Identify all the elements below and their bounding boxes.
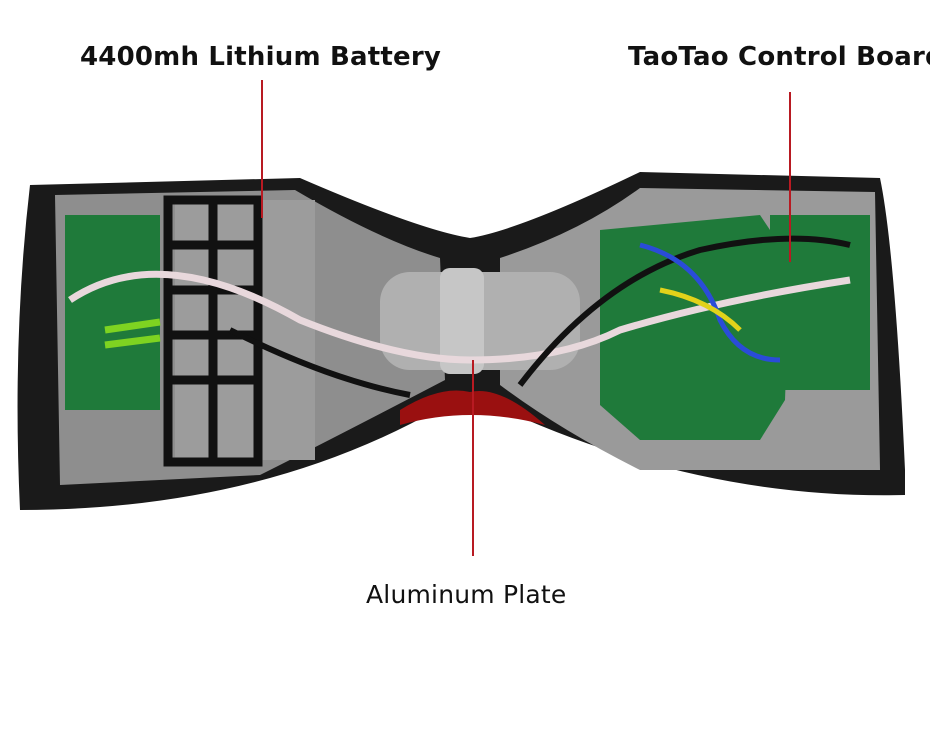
black-cable-right xyxy=(517,235,851,387)
battery-leader-line xyxy=(261,80,263,218)
control-board-label: TaoTao Control Board xyxy=(628,42,930,72)
blue-wire xyxy=(639,242,781,363)
black-cable xyxy=(228,327,411,398)
aluminum-plate-leader-line xyxy=(472,360,474,556)
aluminum-plate-label: Aluminum Plate xyxy=(366,580,567,609)
ribbon-cable xyxy=(68,270,851,364)
left-pcb xyxy=(65,215,160,410)
axle-joint xyxy=(440,268,484,374)
yellow-wire xyxy=(659,287,742,332)
battery-pack xyxy=(175,200,315,460)
right-sensor-pcb xyxy=(770,215,870,390)
battery-frame xyxy=(163,195,263,467)
battery-label: 4400mh Lithium Battery xyxy=(80,42,442,72)
green-connector xyxy=(104,318,161,349)
control-board-leader-line xyxy=(789,92,791,262)
